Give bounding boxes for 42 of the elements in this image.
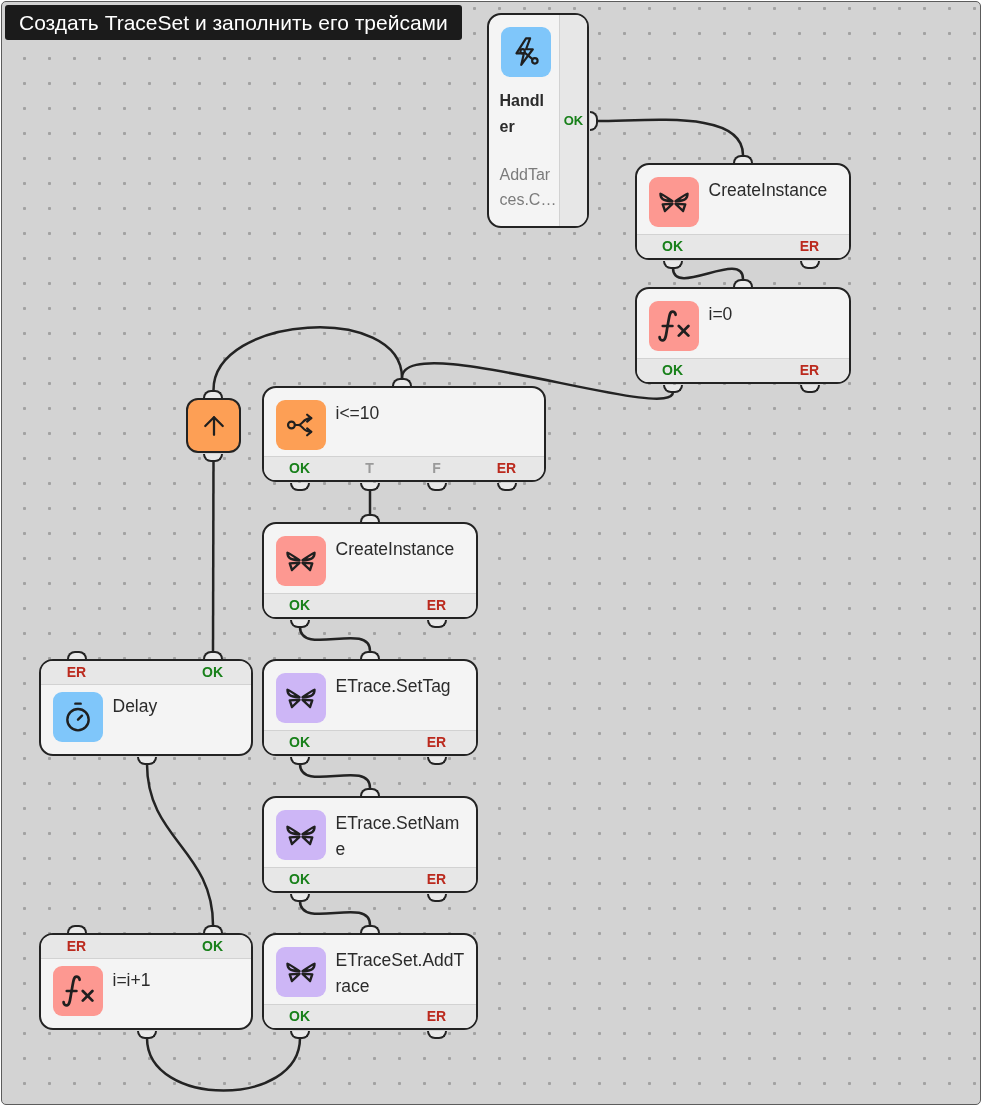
connector (368, 490, 372, 514)
node-title: CreateInstance (335, 538, 455, 561)
node-subtitle: AddTarces.C… (499, 165, 558, 210)
connector (298, 626, 372, 652)
port-label: ER (426, 596, 447, 615)
connector (400, 362, 674, 400)
node-title: i=i+1 (112, 969, 151, 992)
node-title: i<=10 (335, 402, 380, 425)
port-label: OK (563, 111, 584, 130)
port-label: OK (662, 237, 683, 256)
port-label: ER (496, 459, 517, 478)
node-title: Handler (499, 91, 545, 137)
port-label: ER (426, 1007, 447, 1026)
port-label: OK (289, 459, 310, 478)
port-label: ER (66, 663, 87, 682)
port-label: ER (426, 870, 447, 889)
diagram-title: Создать TraceSet и заполнить его трейсами (5, 5, 462, 40)
port-label: ER (66, 937, 87, 956)
node-title: ETrace.SetName (335, 812, 461, 861)
port-label: OK (289, 1007, 310, 1026)
port-label: T (365, 459, 374, 478)
port-label: OK (289, 733, 310, 752)
port-label: ER (799, 237, 820, 256)
connector (145, 1037, 302, 1092)
connector (211, 461, 215, 651)
connector (145, 763, 215, 926)
connector (298, 763, 372, 789)
connector (212, 326, 404, 391)
port-label: OK (289, 870, 310, 889)
port-label: OK (202, 663, 223, 682)
node-title: i=0 (708, 303, 733, 326)
port-label: F (432, 459, 441, 478)
node-title: ETrace.SetTag (335, 675, 451, 698)
port-label: ER (426, 733, 447, 752)
port-label: ER (799, 361, 820, 380)
port-label: OK (202, 937, 223, 956)
port-label: OK (662, 361, 683, 380)
connector (298, 900, 372, 926)
node-title: CreateInstance (708, 179, 828, 202)
node-title: ETraceSet.AddTrace (335, 949, 466, 998)
node-title: Delay (112, 695, 158, 718)
port-label: OK (289, 596, 310, 615)
